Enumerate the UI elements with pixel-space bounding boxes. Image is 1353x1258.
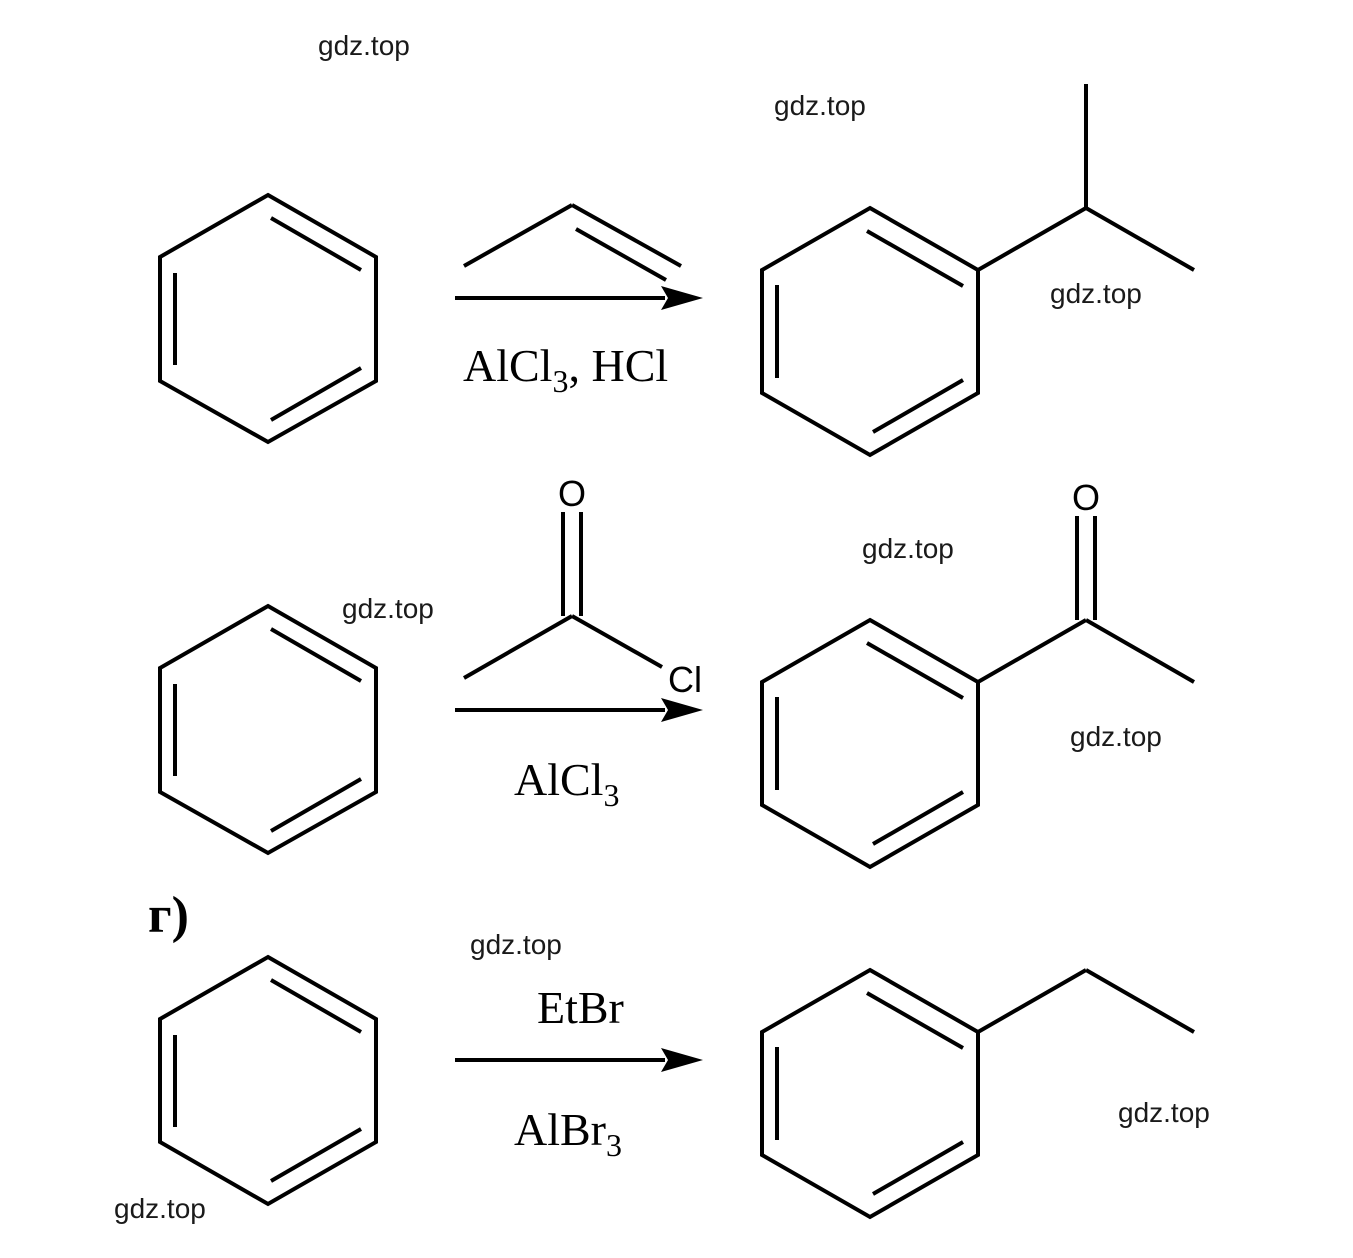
propene-reagent xyxy=(463,203,682,282)
acetophenone-product: O xyxy=(760,477,1195,870)
watermark-text: gdz.top xyxy=(342,593,434,624)
watermark-text: gdz.top xyxy=(774,90,866,121)
part-label-g: г) xyxy=(148,887,189,944)
watermark-text: gdz.top xyxy=(114,1193,206,1224)
cumene-product xyxy=(760,84,1195,458)
watermark-text: gdz.top xyxy=(862,533,954,564)
watermark-text: gdz.top xyxy=(470,929,562,960)
watermark-text: gdz.top xyxy=(1070,721,1162,752)
reagent-above-3: EtBr xyxy=(537,982,624,1033)
reaction-arrow-1 xyxy=(455,286,703,310)
reaction-2: O Cl AlCl3 O xyxy=(158,473,1195,870)
ethylbenzene-product xyxy=(760,967,1195,1220)
reaction-3: г) EtBr AlBr3 xyxy=(148,887,1195,1220)
watermark-text: gdz.top xyxy=(318,30,410,61)
benzene-reactant-1 xyxy=(158,192,378,445)
oxygen-atom-product: O xyxy=(1072,477,1100,518)
watermark-text: gdz.top xyxy=(1118,1097,1210,1128)
benzene-reactant-2 xyxy=(158,603,378,856)
chlorine-atom: Cl xyxy=(668,659,702,700)
watermarks: gdz.top gdz.top gdz.top gdz.top gdz.top … xyxy=(114,30,1210,1224)
oxygen-atom-reagent: O xyxy=(558,473,586,514)
benzene-reactant-3 xyxy=(158,954,378,1207)
watermark-text: gdz.top xyxy=(1050,278,1142,309)
acetyl-chloride-reagent: O Cl xyxy=(463,473,702,700)
reaction-arrow-2 xyxy=(455,698,703,722)
reagent-below-1: AlCl3, HCl xyxy=(463,340,668,399)
reaction-1: AlCl3, HCl xyxy=(158,84,1195,458)
reagent-below-3: AlBr3 xyxy=(514,1104,622,1163)
reagent-below-2: AlCl3 xyxy=(514,754,619,813)
reaction-arrow-3 xyxy=(455,1048,703,1072)
